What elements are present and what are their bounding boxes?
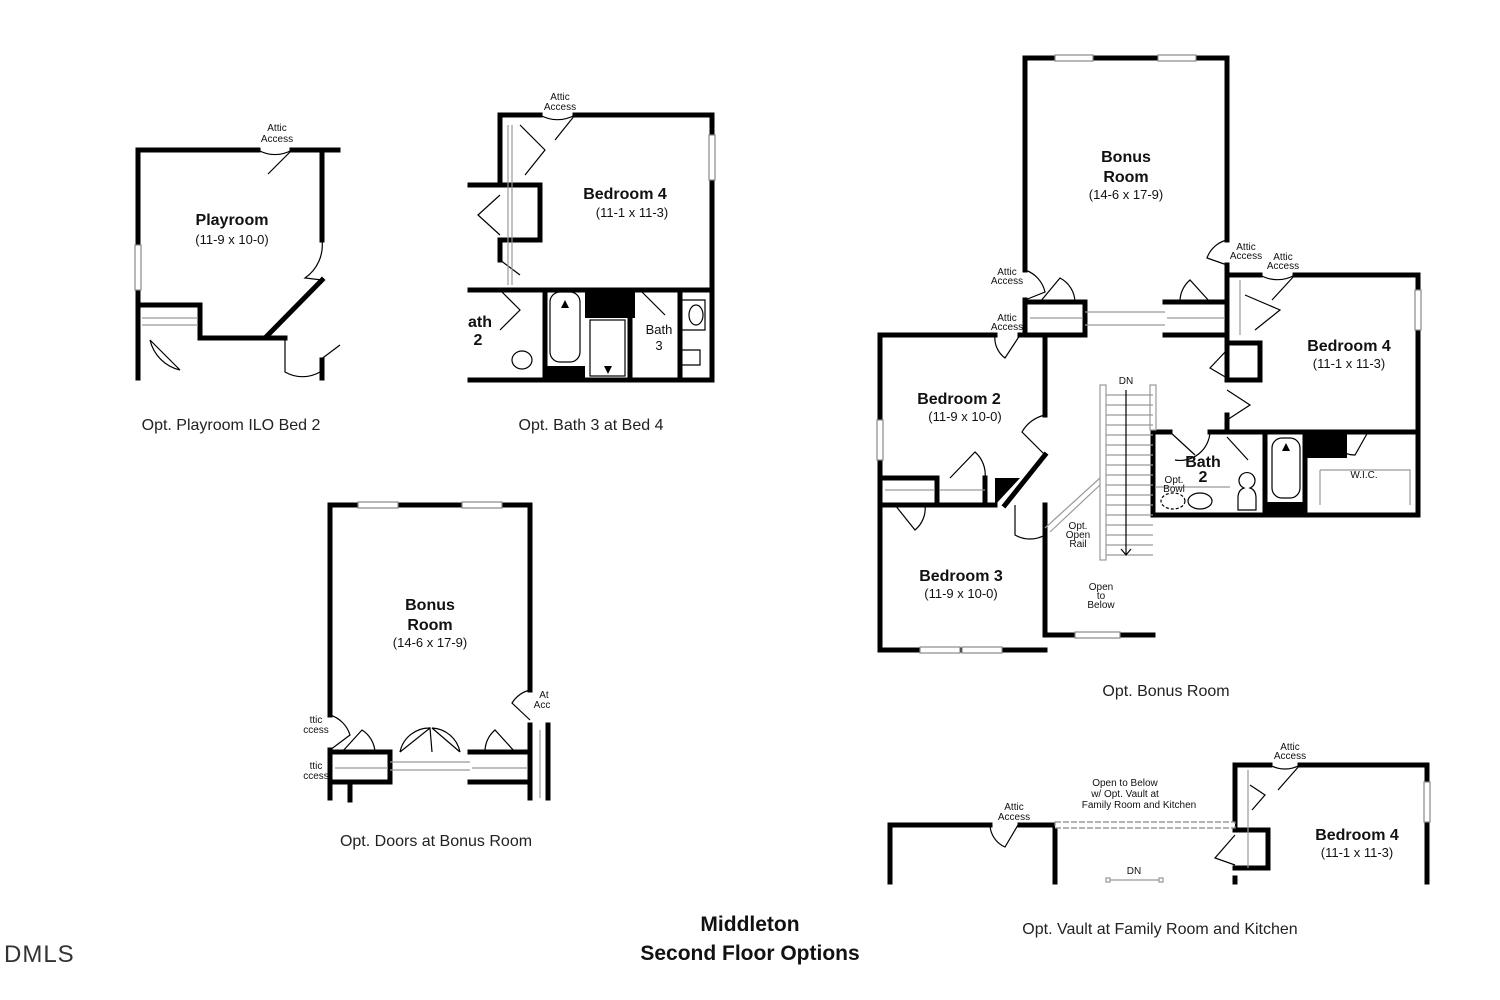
open-below-label: Below [1087, 600, 1115, 611]
attic-label: Access [1274, 751, 1306, 762]
bedroom4-label: Bedroom 4 [1315, 827, 1399, 844]
attic-label: Access [1267, 261, 1299, 272]
attic-label: ttic [310, 715, 323, 726]
bedroom2-label: Bedroom 2 [917, 391, 1001, 408]
bonus-room-label: Room [1103, 169, 1148, 186]
bath2-label: ath [468, 314, 492, 331]
attic-label: Acc [534, 700, 551, 711]
open-below-label: to [1097, 591, 1106, 602]
bath3-plan: Bedroom 4 (11-1 x 11-3) Attic Access Bat… [467, 92, 716, 434]
bath2-label: 2 [474, 332, 483, 349]
caption-bonus: Opt. Bonus Room [1102, 683, 1229, 700]
open-below-label: w/ Opt. Vault at [1090, 789, 1159, 800]
attic-label: Access [991, 322, 1023, 333]
caption-bath3: Opt. Bath 3 at Bed 4 [519, 417, 664, 434]
bedroom4-dim: (11-1 x 11-3) [1321, 845, 1394, 860]
bedroom4-dim: (11-1 x 11-3) [596, 205, 669, 220]
bath2-label: Bath [1185, 454, 1221, 471]
bonus-room-label: Bonus [1101, 149, 1151, 166]
vault-plan: Open to Below w/ Opt. Vault at Family Ro… [887, 742, 1431, 938]
attic-label: Access [544, 102, 576, 113]
bedroom3-dim: (11-9 x 10-0) [924, 586, 997, 601]
bedroom3-label: Bedroom 3 [919, 568, 1003, 585]
playroom-plan: Playroom (11-9 x 10-0) Attic Access Opt.… [134, 123, 341, 434]
plan-subtitle: Second Floor Options [640, 942, 859, 965]
open-below-label: Open to Below [1092, 778, 1158, 789]
stairs-down-label: DN [1127, 866, 1141, 877]
opt-rail-label: Opt. [1069, 521, 1088, 532]
open-below-label: Open [1089, 582, 1113, 593]
attic-label: Attic [1273, 252, 1292, 263]
attic-label: Access [991, 276, 1023, 287]
bonus-room-plan: Bonus Room (14-6 x 17-9) Bedroom 2 (11-9… [876, 54, 1422, 700]
open-below-label: Family Room and Kitchen [1082, 800, 1197, 811]
plan-title: Middleton [700, 913, 799, 936]
attic-label: Attic [997, 313, 1016, 324]
bedroom4-label: Bedroom 4 [1307, 338, 1391, 355]
attic-label: Attic [1236, 242, 1255, 253]
dmls-logo: DMLS [4, 941, 75, 968]
caption-vault: Opt. Vault at Family Room and Kitchen [1022, 921, 1297, 938]
doors-at-bonus-plan: Bonus Room (14-6 x 17-9) At Acc ttic cce… [303, 501, 551, 850]
stairs-down-label: DN [1119, 376, 1133, 387]
attic-label: Access [1230, 251, 1262, 262]
bedroom2-dim: (11-9 x 10-0) [928, 409, 1001, 424]
wic-label: W.I.C. [1350, 470, 1377, 481]
attic-label: ccess [303, 771, 329, 782]
opt-rail-label: Rail [1069, 539, 1086, 550]
attic-label: Access [261, 134, 293, 145]
bedroom4-dim: (11-1 x 11-3) [1313, 356, 1386, 371]
opt-bowl-label: Opt. [1165, 475, 1184, 486]
bonus-room-label: Bonus [405, 597, 455, 614]
attic-label: ttic [310, 761, 323, 772]
bath3-label: Bath [646, 322, 673, 337]
attic-label: Attic [997, 267, 1016, 278]
bonus-room-dim: (14-6 x 17-9) [393, 635, 467, 650]
attic-label: Attic [550, 92, 569, 103]
opt-rail-label: Open [1066, 530, 1090, 541]
playroom-dim: (11-9 x 10-0) [195, 232, 268, 247]
attic-label: Access [998, 812, 1030, 823]
playroom-label: Playroom [196, 212, 269, 229]
bedroom4-label: Bedroom 4 [583, 186, 667, 203]
bath2-label: 2 [1199, 469, 1208, 486]
bonus-room-label: Room [407, 617, 452, 634]
attic-label: Attic [1280, 742, 1299, 753]
caption-doors: Opt. Doors at Bonus Room [340, 833, 532, 850]
bath3-label: 3 [655, 338, 662, 353]
caption-playroom: Opt. Playroom ILO Bed 2 [142, 417, 321, 434]
opt-bowl-label: Bowl [1163, 484, 1185, 495]
bonus-room-dim: (14-6 x 17-9) [1089, 187, 1163, 202]
attic-label: Attic [267, 123, 286, 134]
attic-label: Attic [1004, 802, 1023, 813]
attic-label: ccess [303, 725, 329, 736]
attic-label: At [539, 690, 549, 701]
